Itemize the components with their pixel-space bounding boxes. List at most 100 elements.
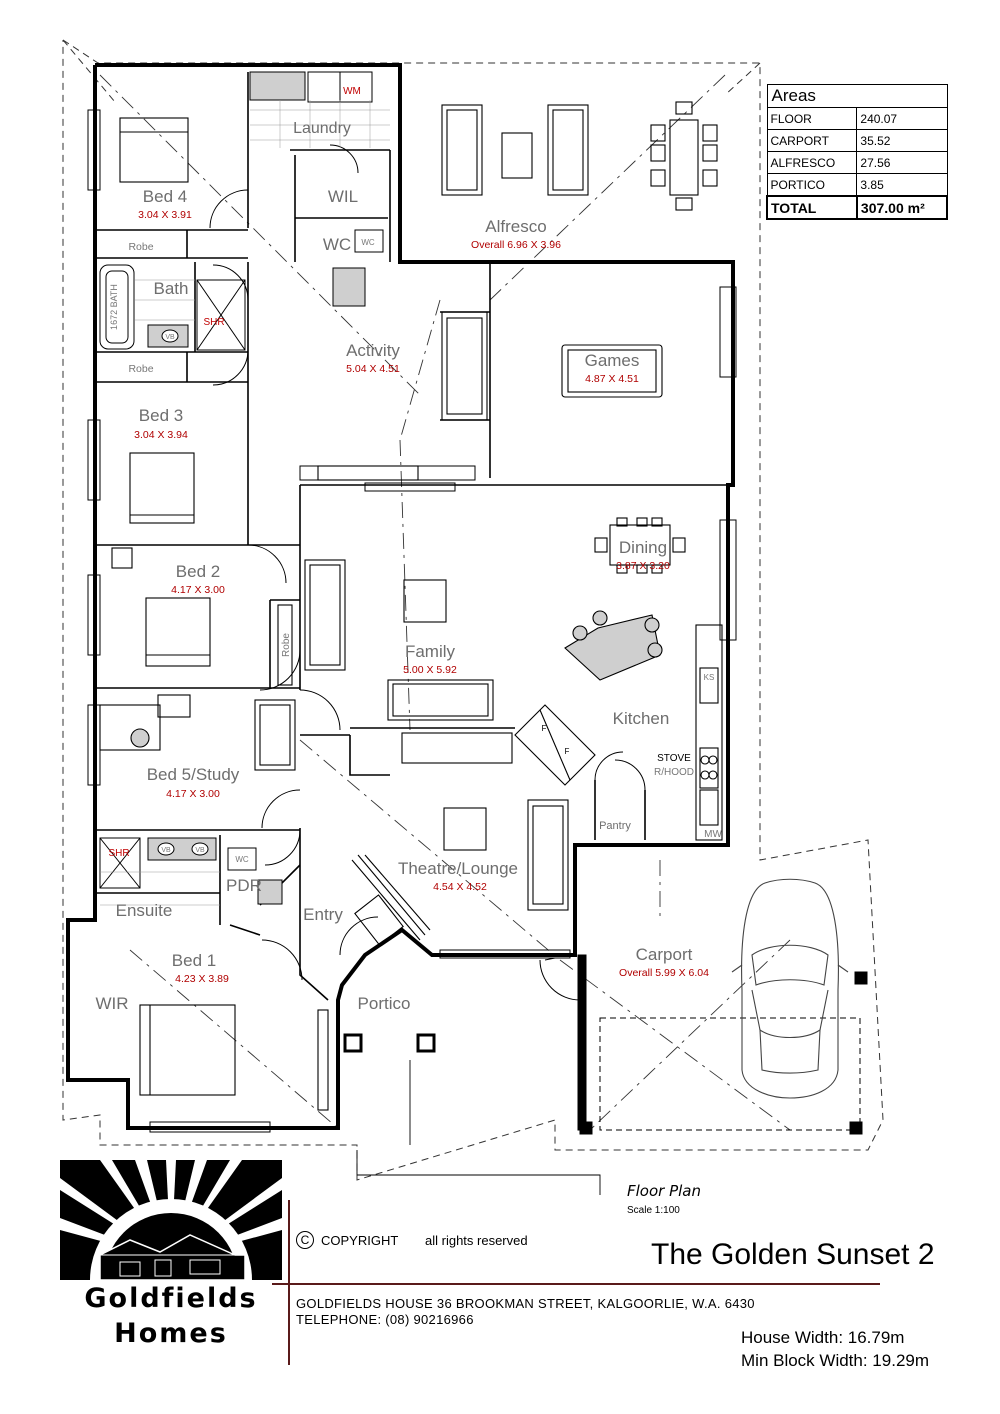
vb-label-ensuite-2: VB: [195, 847, 205, 854]
bed4-dims: 3.04 X 3.91: [138, 209, 192, 221]
company-name-line1: Goldfields: [84, 1283, 258, 1314]
vb-label-bath: VB: [165, 334, 175, 341]
theatre-name: Theatre/Lounge: [398, 859, 518, 878]
living-furniture: [254, 311, 686, 946]
interior-walls: [97, 72, 728, 1001]
plan-title: Floor Plan: [627, 1182, 701, 1200]
bed4-name: Bed 4: [143, 187, 187, 206]
roof-hip-lines: [99, 74, 791, 1131]
kitchen-fixtures: [514, 610, 723, 841]
area-value: 35.52: [856, 129, 948, 152]
pantry-name: Pantry: [599, 820, 631, 832]
site-lines: [356, 1060, 601, 1195]
wc-bowl-label-pdr: WC: [235, 855, 249, 864]
house-width: House Width: 16.79m: [741, 1328, 905, 1347]
vb-label-ensuite-1: VB: [161, 847, 171, 854]
door-swings: [209, 144, 646, 1001]
areas-header: Areas: [766, 84, 948, 108]
robe-label-bed2: Robe: [281, 633, 292, 657]
robe-label-bed3: Robe: [128, 363, 153, 375]
portico-posts: [343, 1033, 436, 1053]
areas-row: ALFRESCO 27.56: [766, 151, 948, 174]
laundry-name: Laundry: [293, 120, 351, 137]
bed2-name: Bed 2: [176, 562, 220, 581]
alfresco-dims: Overall 6.96 X 3.96: [471, 239, 561, 251]
pdr-name: PDR: [226, 876, 262, 895]
goldfields-homes-logo: [60, 1160, 282, 1280]
area-label: FLOOR: [766, 107, 858, 130]
copyright-text: COPYRIGHT: [321, 1233, 399, 1248]
copyright-icon: C: [296, 1231, 314, 1249]
family-name: Family: [405, 642, 456, 661]
title-block-divider-vertical: [288, 1200, 290, 1365]
company-address: GOLDFIELDS HOUSE 36 BROOKMAN STREET, KAL…: [296, 1296, 755, 1311]
carport-name: Carport: [636, 945, 693, 964]
kitchen-name: Kitchen: [613, 709, 670, 728]
tile-grid: [100, 100, 390, 906]
games-dims: 4.87 X 4.51: [585, 373, 639, 385]
bed1-dims: 4.23 X 3.89: [175, 973, 229, 985]
company-telephone: TELEPHONE: (08) 90216966: [296, 1312, 474, 1327]
bed3-dims: 3.04 X 3.94: [134, 429, 188, 441]
robe-label-bed4: Robe: [128, 241, 153, 253]
bed1-name: Bed 1: [172, 951, 216, 970]
activity-dims: 5.04 X 4.51: [346, 363, 400, 375]
bed5-name: Bed 5/Study: [147, 765, 240, 784]
areas-row: CARPORT 35.52: [766, 129, 948, 152]
alfresco-furniture: [441, 101, 718, 211]
bath-name: Bath: [154, 279, 189, 298]
wet-area-fixtures: [99, 71, 384, 905]
stove-label: STOVE: [657, 753, 691, 764]
area-value: 3.85: [856, 173, 948, 197]
wil-name: WIL: [328, 187, 358, 206]
area-value: 240.07: [856, 107, 948, 130]
dining-dims: 3.87 X 3.20: [616, 560, 670, 572]
wm-label: WM: [343, 86, 361, 97]
portico-name: Portico: [358, 994, 411, 1013]
bed3-name: Bed 3: [139, 406, 183, 425]
wc-upper-name: WC: [323, 235, 351, 254]
ks-label: KS: [704, 673, 715, 682]
area-value: 27.56: [856, 151, 948, 174]
activity-name: Activity: [346, 341, 400, 360]
fridge-label-2: F: [565, 747, 570, 756]
area-label: ALFRESCO: [766, 151, 858, 174]
shr-label-ensuite: SHR: [108, 848, 129, 859]
areas-row: PORTICO 3.85: [766, 173, 948, 197]
car-icon: [731, 878, 849, 1099]
area-label: PORTICO: [766, 173, 858, 197]
mw-label: MW: [704, 829, 722, 840]
area-label: CARPORT: [766, 129, 858, 152]
carport-dims: Overall 5.99 X 6.04: [619, 967, 709, 979]
fixture-labels: WM WC Robe 1672 BATH VB SHR Robe Robe KS…: [108, 86, 722, 864]
areas-table: Areas FLOOR 240.07 CARPORT 35.52 ALFRESC…: [766, 84, 949, 220]
rhood-label: R/HOOD: [654, 767, 694, 778]
ensuite-name: Ensuite: [116, 901, 173, 920]
wc-bowl-label-upper: WC: [361, 238, 375, 247]
dining-name: Dining: [619, 538, 667, 557]
company-name-line2: Homes: [114, 1318, 228, 1349]
min-block-width: Min Block Width: 19.29m: [741, 1351, 930, 1370]
areas-total-row: TOTAL 307.00 m²: [766, 195, 949, 220]
family-dims: 5.00 X 5.92: [403, 664, 457, 676]
title-block-divider-horizontal: [272, 1283, 880, 1285]
total-label: TOTAL: [766, 195, 858, 220]
exterior-walls: [66, 63, 735, 1130]
games-name: Games: [585, 351, 640, 370]
wir-name: WIR: [95, 994, 128, 1013]
carport: [544, 954, 868, 1135]
entry-name: Entry: [303, 905, 343, 924]
plan-scale: Scale 1:100: [627, 1205, 680, 1216]
rights-text: all rights reserved: [425, 1233, 528, 1248]
roof-outline: [62, 39, 884, 1181]
bedroom-furniture: [99, 117, 329, 1111]
theatre-dims: 4.54 X 4.52: [433, 881, 487, 893]
alfresco-name: Alfresco: [485, 217, 546, 236]
fridge-label-1: F: [542, 724, 547, 733]
bed2-dims: 4.17 X 3.00: [171, 584, 225, 596]
room-labels: Bed 4 3.04 X 3.91 Laundry WIL WC Alfresc…: [95, 120, 709, 1013]
shr-label-bath: SHR: [203, 317, 224, 328]
bed5-dims: 4.17 X 3.00: [166, 788, 220, 800]
total-value: 307.00 m²: [855, 195, 949, 220]
